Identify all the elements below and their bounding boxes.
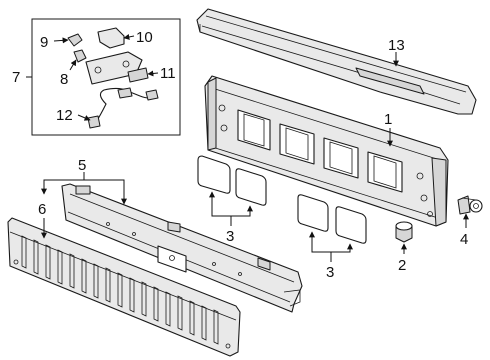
callout-5: 5 (78, 157, 86, 174)
callout-1: 1 (384, 111, 392, 128)
callout-9: 9 (40, 34, 48, 51)
connector-part-11 (127, 67, 149, 83)
cover-pads-lower-part-3 (297, 194, 367, 244)
callout-labels: 1 2 3 3 4 5 6 7 8 9 10 11 12 13 (12, 29, 468, 281)
callout-8: 8 (60, 71, 68, 88)
tailgate-inner-panel-part-1 (204, 75, 449, 227)
switch-part-10 (97, 27, 125, 49)
callout-11: 11 (160, 65, 176, 82)
inset-box-latch-assembly (31, 18, 181, 136)
callout-13: 13 (388, 37, 405, 54)
callout-12: 12 (56, 107, 73, 124)
callout-3-lower: 3 (326, 264, 334, 281)
top-cap-part-13 (196, 8, 477, 115)
ribbed-liner-part-6 (7, 217, 241, 357)
bracket-part-8 (73, 49, 87, 63)
callout-10: 10 (136, 29, 153, 46)
cover-pads-upper-part-3 (197, 155, 267, 206)
leader-lines (26, 33, 469, 262)
bumper-part-2 (395, 221, 413, 243)
tailgate-outer-panel-part-5 (61, 183, 303, 313)
callout-7: 7 (12, 69, 20, 86)
callout-4: 4 (460, 231, 468, 248)
clip-part-9 (67, 33, 83, 47)
callout-2: 2 (398, 257, 406, 274)
handle-housing (85, 51, 143, 85)
callout-6: 6 (38, 201, 46, 218)
callout-3-upper: 3 (226, 228, 234, 245)
bolt-part-4 (457, 195, 483, 215)
